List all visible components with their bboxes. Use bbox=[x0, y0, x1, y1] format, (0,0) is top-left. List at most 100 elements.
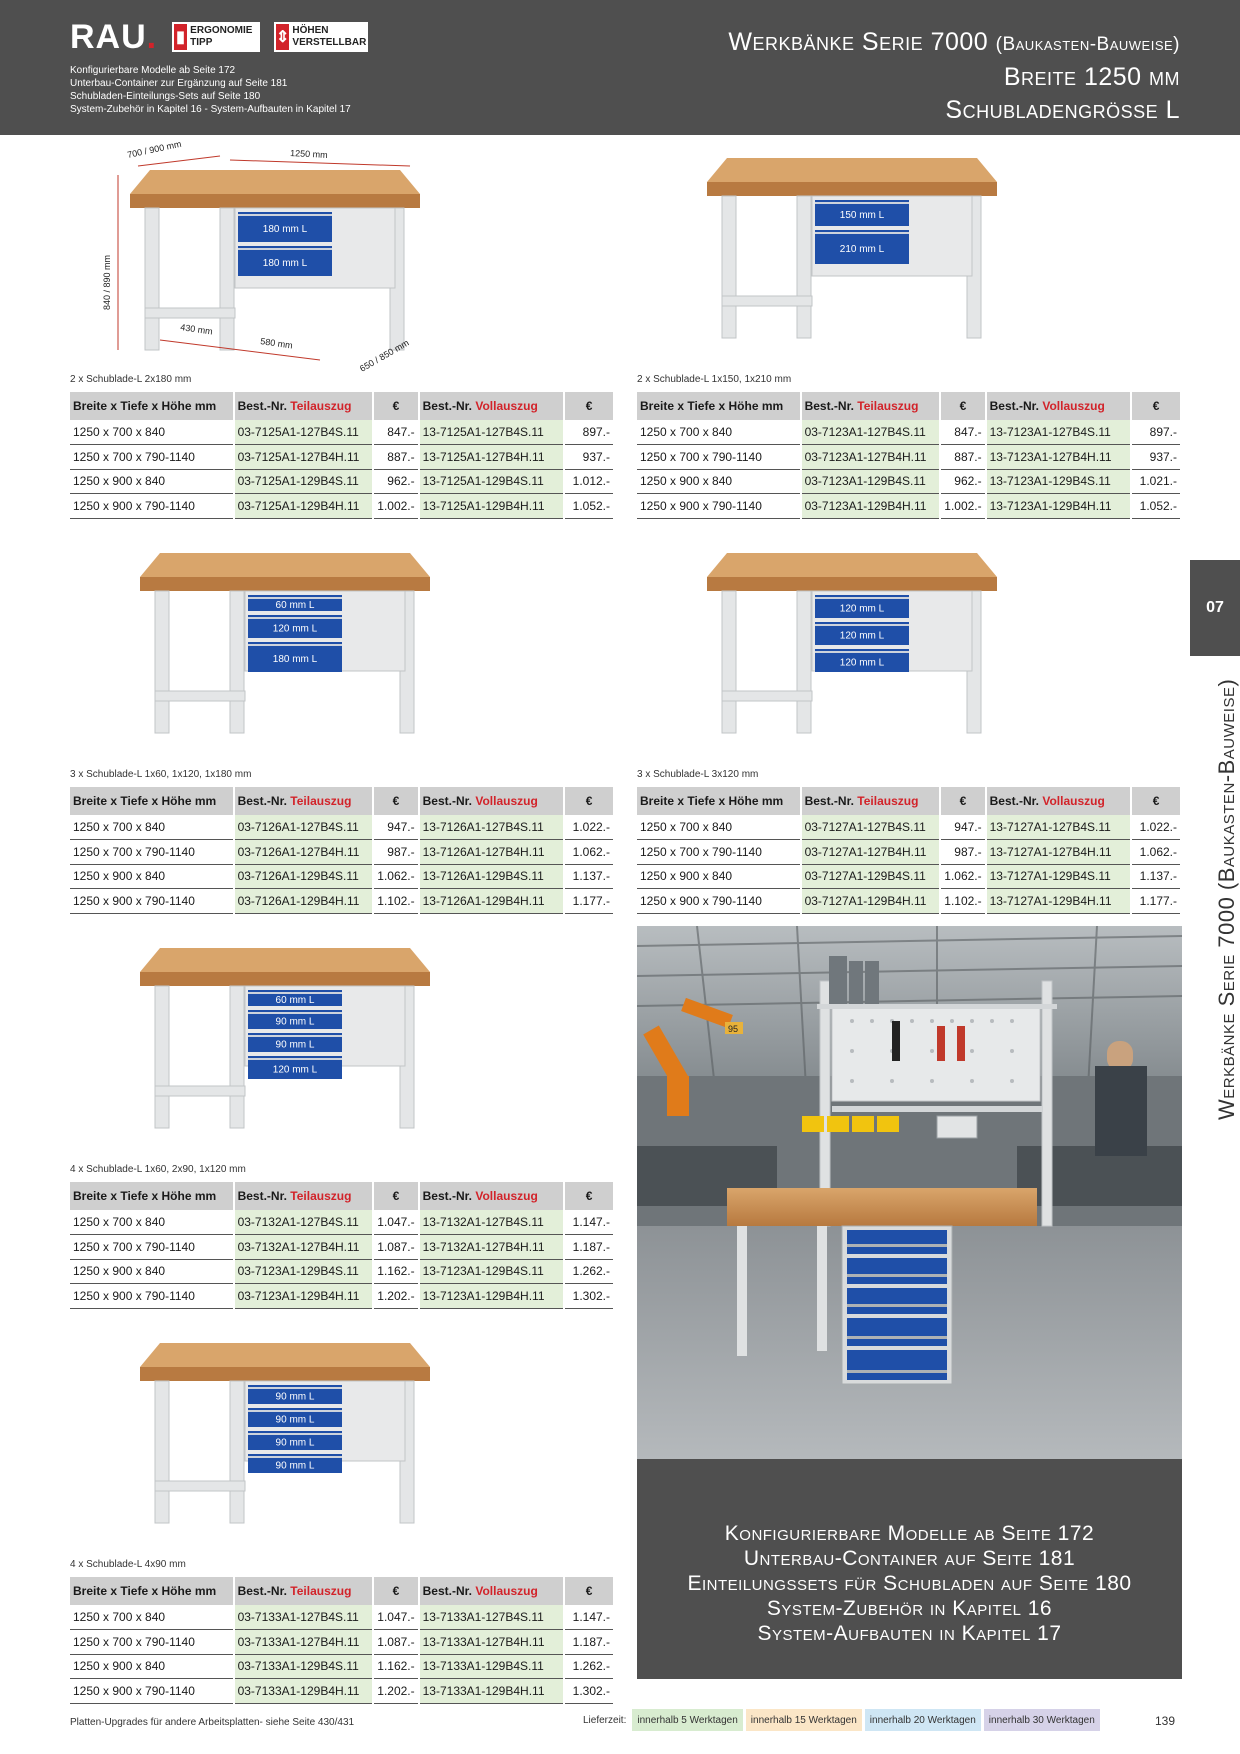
delivery-chip-5: innerhalb 5 Werktagen bbox=[632, 1709, 743, 1731]
cell-dimension: 1250 x 900 x 790-1140 bbox=[70, 1678, 235, 1704]
cell-dimension: 1250 x 900 x 840 bbox=[70, 864, 235, 889]
cell-voll-price: 1.262.- bbox=[564, 1259, 615, 1284]
drawer bbox=[248, 1056, 342, 1079]
col-dimension: Breite x Tiefe x Höhe mm bbox=[70, 787, 235, 815]
cell-dimension: 1250 x 900 x 840 bbox=[70, 1259, 235, 1284]
cell-voll-price: 1.052.- bbox=[1131, 493, 1182, 519]
cell-teil-price: 1.047.- bbox=[373, 1210, 420, 1235]
product-caption: 3 x Schublade-L 1x60, 1x120, 1x180 mm bbox=[70, 769, 252, 780]
header-notes: Konfigurierbare Modelle ab Seite 172 Unt… bbox=[70, 65, 351, 115]
cell-teil-nr: 03-7125A1-127B4S.11 bbox=[233, 420, 375, 445]
cell-dimension: 1250 x 900 x 840 bbox=[637, 864, 802, 889]
drawer bbox=[248, 1033, 342, 1052]
col-vollauszug: Best.-Nr. Vollauszug bbox=[985, 787, 1133, 815]
cell-teil-price: 847.- bbox=[373, 420, 420, 445]
cell-voll-nr: 13-7126A1-129B4S.11 bbox=[418, 864, 566, 889]
delivery-legend: Lieferzeit: innerhalb 5 Werktagen innerh… bbox=[583, 1709, 1103, 1731]
cell-voll-nr: 13-7123A1-129B4S.11 bbox=[985, 469, 1133, 494]
col-vollauszug: Best.-Nr. Vollauszug bbox=[985, 392, 1133, 420]
cell-voll-nr: 13-7123A1-129B4H.11 bbox=[418, 1283, 566, 1309]
cell-teil-nr: 03-7127A1-127B4H.11 bbox=[800, 839, 942, 865]
cell-voll-nr: 13-7123A1-127B4H.11 bbox=[985, 444, 1133, 470]
cell-voll-nr: 13-7132A1-127B4H.11 bbox=[418, 1234, 566, 1260]
cell-voll-nr: 13-7126A1-127B4S.11 bbox=[418, 815, 566, 840]
bench-top bbox=[727, 1188, 1037, 1226]
cell-voll-price: 897.- bbox=[1131, 420, 1182, 445]
drawer bbox=[248, 1431, 342, 1450]
drawer bbox=[248, 1010, 342, 1029]
cell-teil-nr: 03-7127A1-129B4H.11 bbox=[800, 888, 942, 914]
cell-teil-nr: 03-7127A1-127B4S.11 bbox=[800, 815, 942, 840]
cell-teil-price: 1.087.- bbox=[373, 1234, 420, 1260]
col-dimension: Breite x Tiefe x Höhe mm bbox=[637, 392, 802, 420]
height-adjust-icon: ⇕ bbox=[276, 24, 290, 50]
cell-voll-price: 1.147.- bbox=[564, 1210, 615, 1235]
cell-teil-price: 1.002.- bbox=[940, 493, 987, 519]
cell-voll-nr: 13-7126A1-129B4H.11 bbox=[418, 888, 566, 914]
cell-dimension: 1250 x 700 x 790-1140 bbox=[70, 1234, 235, 1260]
drawer bbox=[248, 615, 342, 638]
cell-voll-price: 1.022.- bbox=[564, 815, 615, 840]
cell-voll-nr: 13-7125A1-129B4H.11 bbox=[418, 493, 566, 519]
col-eur-2: € bbox=[1131, 787, 1182, 815]
col-teilauszug: Best.-Nr. Teilauszug bbox=[233, 787, 375, 815]
cell-teil-nr: 03-7126A1-129B4S.11 bbox=[233, 864, 375, 889]
cell-voll-price: 1.302.- bbox=[564, 1678, 615, 1704]
col-eur-2: € bbox=[564, 1577, 615, 1605]
cell-teil-price: 1.162.- bbox=[373, 1654, 420, 1679]
drawer bbox=[248, 642, 342, 672]
col-teilauszug: Best.-Nr. Teilauszug bbox=[800, 392, 942, 420]
page-header: RAU. ▮ ERGONOMIE TIPP ⇕ HÖHEN VERSTELLBA… bbox=[0, 0, 1240, 135]
dimension-label: 650 / 850 mm bbox=[358, 338, 411, 372]
cell-voll-nr: 13-7132A1-127B4S.11 bbox=[418, 1210, 566, 1235]
cell-teil-nr: 03-7133A1-129B4H.11 bbox=[233, 1678, 375, 1704]
cell-dimension: 1250 x 700 x 840 bbox=[70, 815, 235, 840]
cell-teil-nr: 03-7123A1-129B4H.11 bbox=[800, 493, 942, 519]
cell-voll-price: 1.262.- bbox=[564, 1654, 615, 1679]
cell-voll-nr: 13-7127A1-127B4S.11 bbox=[985, 815, 1133, 840]
col-vollauszug: Best.-Nr. Vollauszug bbox=[418, 1577, 566, 1605]
cell-dimension: 1250 x 900 x 790-1140 bbox=[637, 493, 802, 519]
cell-voll-price: 1.177.- bbox=[1131, 888, 1182, 914]
drawer-label: 90 mm L bbox=[276, 1461, 315, 1472]
cell-dimension: 1250 x 700 x 790-1140 bbox=[70, 1629, 235, 1655]
cell-voll-price: 1.187.- bbox=[564, 1234, 615, 1260]
cell-voll-nr: 13-7123A1-127B4S.11 bbox=[985, 420, 1133, 445]
cell-voll-nr: 13-7133A1-127B4H.11 bbox=[418, 1629, 566, 1655]
cell-voll-price: 1.062.- bbox=[1131, 839, 1182, 865]
cell-teil-price: 1.102.- bbox=[940, 888, 987, 914]
cell-teil-price: 987.- bbox=[940, 839, 987, 865]
drawer bbox=[238, 212, 332, 242]
col-vollauszug: Best.-Nr. Vollauszug bbox=[418, 1182, 566, 1210]
cell-dimension: 1250 x 700 x 840 bbox=[70, 1605, 235, 1630]
cell-dimension: 1250 x 900 x 840 bbox=[70, 1654, 235, 1679]
rau-logo: RAU. bbox=[70, 18, 158, 56]
cell-voll-price: 1.187.- bbox=[564, 1629, 615, 1655]
drawer bbox=[815, 622, 909, 645]
cell-dimension: 1250 x 700 x 790-1140 bbox=[637, 839, 802, 865]
workshop-scene: 95 bbox=[637, 926, 1182, 1459]
cell-voll-nr: 13-7133A1-127B4S.11 bbox=[418, 1605, 566, 1630]
delivery-chip-30: innerhalb 30 Werktagen bbox=[983, 1709, 1100, 1731]
cell-dimension: 1250 x 700 x 840 bbox=[637, 815, 802, 840]
cell-teil-nr: 03-7125A1-129B4S.11 bbox=[233, 469, 375, 494]
cell-teil-price: 887.- bbox=[373, 444, 420, 470]
cell-teil-nr: 03-7123A1-129B4H.11 bbox=[233, 1283, 375, 1309]
cell-teil-price: 1.202.- bbox=[373, 1678, 420, 1704]
